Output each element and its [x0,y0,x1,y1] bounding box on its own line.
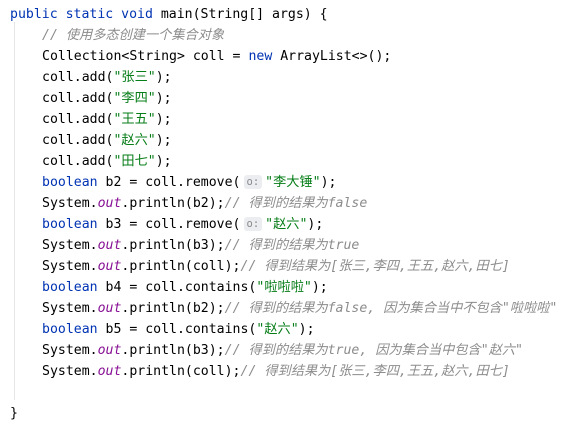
string-literal: "张三" [113,70,156,85]
code-text: ); [155,112,172,127]
code-line-14: boolean b4 = coll.contains("啦啦啦"); [42,277,328,298]
code-text: ); [155,70,172,85]
static-field: out [97,238,122,253]
code-text: .println(b2); [121,301,225,316]
code-text: .println(b2); [121,196,225,211]
closing-brace: } [10,406,18,421]
code-line-11: boolean b3 = coll.remove(o:"赵六"); [42,214,323,235]
code-line-2: // 使用多态创建一个集合对象 [42,25,224,46]
string-literal: "赵六" [113,133,156,148]
code-text: .println(coll); [121,364,241,379]
code-text: System. [42,343,98,358]
code-line-6: coll.add("王五"); [42,109,172,130]
code-line-15: System.out.println(b2);// 得到的结果为false, 因… [42,298,557,319]
comment: // 得到的结果为false, 因为集合当中不包含"啦啦啦" [224,301,558,316]
code-line-13: System.out.println(coll);// 得到结果为[张三,李四,… [42,256,510,277]
parameter-hint: o: [243,217,263,231]
code-text: System. [42,301,98,316]
string-literal: "赵六" [265,217,308,232]
code-text: b4 = coll.contains( [97,280,257,295]
parameter-hint: o: [243,175,263,189]
code-line-4: coll.add("张三"); [42,67,172,88]
code-text: coll.add( [42,70,114,85]
code-line-9: boolean b2 = coll.remove(o:"李大锤"); [42,172,337,193]
code-line-17: System.out.println(b3);// 得到的结果为true, 因为… [42,340,523,361]
comment: // 得到的结果为true [224,238,360,253]
code-text: ); [307,217,324,232]
code-line-18: System.out.println(coll);// 得到结果为[张三,李四,… [42,361,510,382]
code-line-5: coll.add("李四"); [42,88,172,109]
comment: // 得到的结果为true, 因为集合当中包含"赵六" [224,343,523,358]
code-text: ); [311,280,328,295]
string-literal: "啦啦啦" [256,280,312,295]
code-line-3: Collection<String> coll = new ArrayList<… [42,46,391,67]
code-text: ); [155,154,172,169]
code-line-12: System.out.println(b3);// 得到的结果为true [42,235,359,256]
keyword: boolean [42,175,98,190]
code-text: b3 = coll.remove( [97,217,241,232]
keyword: public static void [10,7,153,22]
code-line-10: System.out.println(b2);// 得到的结果为false [42,193,367,214]
static-field: out [97,259,122,274]
code-text: ); [155,133,172,148]
code-text: ); [320,175,337,190]
code-line-20: } [10,403,18,424]
code-text: b5 = coll.contains( [97,322,257,337]
comment: // 得到结果为[张三,李四,王五,赵六,田七] [240,364,510,379]
code-text: ); [298,322,315,337]
comment: // 得到结果为[张三,李四,王五,赵六,田七] [240,259,510,274]
code-line-1: public static void main(String[] args) { [10,4,328,25]
code-text: Collection<String> coll = [42,49,249,64]
code-line-8: coll.add("田七"); [42,151,172,172]
code-text: System. [42,238,98,253]
string-literal: "赵六" [256,322,299,337]
indent-guide [14,22,15,400]
code-text: coll.add( [42,133,114,148]
keyword: new [248,49,273,64]
code-line-16: boolean b5 = coll.contains("赵六"); [42,319,315,340]
code-text: ); [155,91,172,106]
code-text: .println(coll); [121,259,241,274]
static-field: out [97,196,122,211]
method-signature: main(String[] args) { [152,7,328,22]
comment: // 得到的结果为false [224,196,368,211]
code-text: System. [42,259,98,274]
keyword: boolean [42,280,98,295]
code-text: coll.add( [42,112,114,127]
code-text: .println(b3); [121,238,225,253]
comment: // 使用多态创建一个集合对象 [42,28,225,43]
code-line-7: coll.add("赵六"); [42,130,172,151]
string-literal: "田七" [113,154,156,169]
code-text: System. [42,196,98,211]
string-literal: "王五" [113,112,156,127]
keyword: boolean [42,322,98,337]
static-field: out [97,364,122,379]
static-field: out [97,343,122,358]
code-text: .println(b3); [121,343,225,358]
string-literal: "李大锤" [265,175,321,190]
code-text: coll.add( [42,91,114,106]
string-literal: "李四" [113,91,156,106]
code-text: System. [42,364,98,379]
code-text: b2 = coll.remove( [97,175,241,190]
code-text: coll.add( [42,154,114,169]
keyword: boolean [42,217,98,232]
code-text: ArrayList<>(); [272,49,392,64]
static-field: out [97,301,122,316]
